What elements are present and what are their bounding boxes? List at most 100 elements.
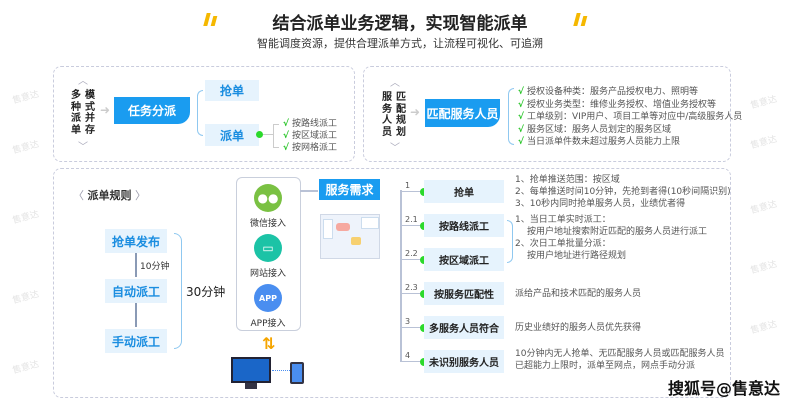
tree-branch xyxy=(400,225,424,226)
chevron-left-icon: 〈 xyxy=(73,189,88,202)
arrow-right-icon: ➜ xyxy=(410,105,421,119)
channel-label: APP接入 xyxy=(250,319,286,329)
vertical-char: 匹 xyxy=(396,92,406,103)
description-line: 1、抢单推送范围：按区域 xyxy=(515,175,620,185)
list-card xyxy=(323,219,333,239)
dispatch-order-box: 派单 xyxy=(205,124,259,146)
vertical-char: 种 xyxy=(71,101,81,113)
dispatch-sub-list: √按路线派工√按区域派工√按网格派工 xyxy=(283,118,337,154)
watermark: 售意达 xyxy=(11,289,41,307)
check-icon: √ xyxy=(283,131,290,141)
criteria-item: √授权设备种类：服务产品授权电力、照明等 xyxy=(518,86,742,99)
criteria-label: 工单级别：VIP用户、项目工单等对应中/高级服务人员 xyxy=(527,112,743,122)
chart-card xyxy=(361,217,379,229)
tree-node-4: 多服务人员符合 xyxy=(424,316,504,339)
criteria-item: √当日派单件数未超过服务人员能力上限 xyxy=(518,136,742,149)
footer-watermark: 搜狐号@售意达 xyxy=(668,379,781,398)
criteria-item: √授权业务类型：维修业务授权、增值业务授权等 xyxy=(518,99,742,112)
check-icon: √ xyxy=(518,87,525,97)
connector-dot xyxy=(256,131,263,138)
vertical-char: 人 xyxy=(382,115,392,126)
vertical-char: 并 xyxy=(85,113,95,124)
description-line: 历史业绩好的服务人员优先获得 xyxy=(515,323,642,333)
vertical-label: 匹配规划 xyxy=(395,92,407,138)
tree-branch xyxy=(400,361,424,362)
vertical-char: 多 xyxy=(71,90,81,101)
description-line: 10分钟内无人抢单、无匹配服务人员或匹配服务人员 xyxy=(515,349,725,359)
wechat-icon: ●● xyxy=(254,184,282,212)
description-line: 按用户地址搜索附近匹配的服务人员进行派工 xyxy=(527,227,708,237)
page-title: 结合派单业务逻辑，实现智能派单 xyxy=(272,14,528,34)
tree-node-1: 按路线派工 xyxy=(424,214,504,237)
map-region xyxy=(351,237,361,245)
chevron-up-icon: ︿ xyxy=(78,76,88,87)
criteria-item: √工单级别：VIP用户、项目工单等对应中/高级服务人员 xyxy=(518,111,742,124)
branch-description: 派给产品和技术匹配的服务人员 xyxy=(515,288,641,300)
channel-label: 微信接入 xyxy=(249,219,286,229)
dispatch-sub-item: √按网格派工 xyxy=(283,142,337,154)
branch-description: 历史业绩好的服务人员优先获得 xyxy=(515,322,641,334)
vertical-char: 务 xyxy=(382,103,392,115)
criteria-item: √服务区域：服务人员划定的服务区域 xyxy=(518,124,742,137)
branch-number: 2.2 xyxy=(405,249,418,258)
vertical-label: 多种派单 xyxy=(70,90,82,136)
watermark: 售意达 xyxy=(749,94,779,112)
task-dispatch-banner: 任务分派 xyxy=(114,97,190,124)
chevron-up-icon: ︿ xyxy=(390,78,400,89)
watermark: 售意达 xyxy=(749,199,779,217)
sync-arrows-icon: ⇅ xyxy=(262,334,276,353)
criteria-label: 授权业务类型：维修业务授权、增值业务授权等 xyxy=(527,99,717,110)
brace xyxy=(507,220,513,263)
vertical-char: 模 xyxy=(85,90,95,101)
connector xyxy=(300,190,318,192)
watermark: 售意达 xyxy=(749,319,779,337)
step-auto-dispatch: 自动派工 xyxy=(105,279,167,303)
branch-number: 1 xyxy=(405,181,411,190)
description-line: 2、每单推送时间10分钟，先抢到者得(10秒间隔识别) xyxy=(515,187,731,197)
phone-icon xyxy=(290,362,304,384)
branch-description: 10分钟内无人抢单、无匹配服务人员或匹配服务人员已超能力上限时，派单至网点，网点… xyxy=(515,348,724,372)
chevron-down-icon: ﹀ xyxy=(390,143,400,154)
description-line: 2、次日工单批量分派： xyxy=(515,239,611,249)
tree-node-2: 按区域派工 xyxy=(424,248,504,271)
vertical-char: 式 xyxy=(85,101,95,113)
monitor-icon: ▭ xyxy=(254,234,282,262)
tree-node-0: 抢单 xyxy=(424,180,504,203)
description-line: 派给产品和技术匹配的服务人员 xyxy=(515,289,642,299)
watermark: 售意达 xyxy=(749,134,779,152)
watermark: 售意达 xyxy=(11,89,41,107)
watermark: 售意达 xyxy=(11,139,41,157)
sub-item-label: 按区域派工 xyxy=(292,131,338,141)
dispatch-sub-item: √按路线派工 xyxy=(283,118,337,130)
dispatch-sub-item: √按区域派工 xyxy=(283,130,337,142)
channels-box xyxy=(236,177,301,331)
description-line: 按用户地址进行路径规划 xyxy=(527,251,627,261)
step-grab-publish: 抢单发布 xyxy=(105,229,167,253)
tree-trunk xyxy=(400,190,402,362)
chevron-right-icon: 〉 xyxy=(131,189,146,202)
rules-heading-text: 派单规则 xyxy=(87,189,132,202)
brace xyxy=(508,88,514,145)
sub-item-label: 按网格派工 xyxy=(292,143,338,153)
check-icon: √ xyxy=(518,112,525,122)
connector xyxy=(273,124,279,148)
staff-matching-banner: 匹配服务人员 xyxy=(425,99,500,127)
vertical-char: 员 xyxy=(382,126,392,138)
vertical-label: 模式并存 xyxy=(84,90,96,136)
dispatch-rules-panel xyxy=(53,168,731,398)
interval-label: 10分钟 xyxy=(140,262,170,272)
branch-number: 4 xyxy=(405,351,411,360)
tree-branch xyxy=(400,191,424,192)
monitor-icon xyxy=(231,357,271,383)
branch-number: 2.1 xyxy=(405,215,418,224)
vertical-label: 服务人员 xyxy=(381,92,393,138)
watermark: 售意达 xyxy=(11,359,41,377)
vertical-char: 配 xyxy=(396,103,406,115)
vertical-char: 存 xyxy=(85,124,95,136)
staff-matching-panel xyxy=(363,66,731,162)
watermark: 售意达 xyxy=(749,259,779,277)
vertical-char: 服 xyxy=(382,92,392,103)
vertical-char: 单 xyxy=(71,124,81,136)
arrow-down-icon xyxy=(135,303,137,327)
